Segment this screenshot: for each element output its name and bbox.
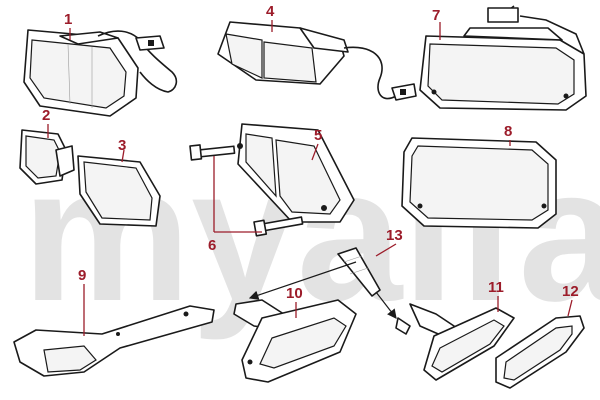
callout-8: 8 — [504, 123, 512, 140]
part-8-rear-lamp-lens — [401, 137, 557, 229]
part-5-front-lamp-unit — [237, 123, 355, 223]
callout-7: 7 — [432, 7, 440, 24]
callout-5: 5 — [314, 127, 322, 144]
part-7-large-rear-lamp — [419, 5, 587, 111]
part-13-bulb-holder — [248, 247, 411, 335]
part-6-screws — [189, 144, 304, 237]
callout-2: 2 — [42, 107, 50, 124]
callout-labels: 1 2 3 4 5 6 7 8 9 10 11 12 13 — [42, 3, 579, 302]
callout-4: 4 — [266, 3, 275, 20]
callout-leaders — [47, 20, 573, 336]
part-2-side-lens — [19, 129, 75, 185]
part-3-lens-panel — [77, 155, 161, 227]
part-11-side-marker — [409, 303, 515, 381]
callout-1: 1 — [64, 11, 72, 28]
part-10-side-marker — [233, 299, 357, 383]
part-1-rear-lamp — [23, 29, 178, 117]
part-9-side-repeater-bracket — [13, 305, 215, 377]
callout-9: 9 — [78, 267, 86, 284]
callout-13: 13 — [386, 227, 403, 244]
part-4-front-lamp — [217, 21, 417, 101]
part-12-side-marker-lens — [495, 315, 585, 389]
callout-10: 10 — [286, 285, 303, 302]
callout-6: 6 — [208, 237, 216, 254]
callout-11: 11 — [488, 279, 504, 296]
callout-3: 3 — [118, 137, 126, 154]
callout-12: 12 — [562, 283, 579, 300]
